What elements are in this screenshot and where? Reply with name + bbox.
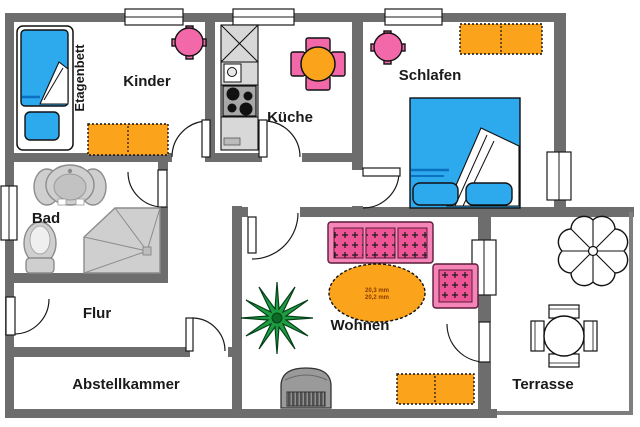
room-schlafen: Schlafen [370, 23, 543, 209]
room-label-abstellkammer: Abstellkammer [72, 376, 180, 393]
wall-outer-bottom [5, 409, 497, 418]
bunk-bed [16, 25, 74, 151]
wall-abstellkammer-top-a [5, 347, 190, 357]
terrace-chair-left [530, 320, 545, 352]
kitchen-cabinet-label [223, 137, 241, 146]
wall-kueche-schlafen [352, 22, 363, 170]
terrace-border-bottom [497, 411, 633, 415]
wall-kinder-kueche [205, 22, 215, 162]
coffee-table-note-1: 20,3 mm [365, 288, 389, 294]
coffee-table-note-2: 20,2 mm [365, 295, 389, 301]
wall-wohnen-right-b [478, 295, 491, 322]
room-kueche: Küche [220, 24, 346, 151]
room-terrasse: Terrasse [512, 215, 629, 393]
pillow-right [465, 182, 513, 206]
terrace-border-right [629, 212, 633, 415]
wardrobe [459, 23, 543, 55]
room-label-wohnen: Wohnen [331, 317, 390, 334]
kitchen-counter [220, 24, 259, 151]
door-entrance [5, 296, 50, 336]
doors [5, 119, 491, 363]
wall-wohnen-top-a [232, 207, 248, 217]
pillow-left [412, 182, 459, 206]
dining-set [290, 37, 346, 91]
dining-table [300, 46, 336, 82]
armchair [432, 263, 479, 309]
door-terrasse [446, 321, 491, 363]
terrace-chair-top [548, 304, 580, 319]
door-bad [127, 169, 168, 208]
kinder-dresser [87, 123, 169, 156]
room-label-terrasse: Terrasse [512, 376, 573, 393]
terrace-chair-right [583, 320, 598, 352]
window-kueche [232, 8, 295, 26]
toilet [23, 221, 57, 274]
room-wohnen: 20,3 mm 20,2 mm Wohnen [240, 221, 479, 409]
bunk-bed-label: Etagenbett [72, 44, 87, 112]
wall-mid-horizontal-b [210, 153, 262, 162]
wall-bad-right-b [158, 207, 168, 283]
terrace-table-set [530, 304, 598, 368]
wall-mid-horizontal-a [5, 153, 172, 162]
wall-mid-horizontal-c [302, 153, 363, 162]
wall-wohnen-top-b [300, 207, 634, 217]
terrace-table [543, 315, 585, 357]
room-kinder: Etagenbett Kinder [16, 25, 207, 156]
window-schlafen-right [546, 151, 572, 201]
windows [0, 8, 572, 296]
bedroom-table [370, 30, 406, 65]
room-bad: Bad [23, 164, 161, 274]
door-abstellkammer [185, 317, 226, 352]
double-bed [409, 97, 521, 209]
room-label-bad: Bad [32, 210, 60, 227]
door-schlafen [362, 167, 401, 209]
shower [83, 207, 161, 274]
plant [240, 281, 314, 355]
kids-table [171, 25, 207, 60]
wall-bad-right-a [158, 162, 168, 170]
parasol [557, 215, 629, 287]
wall-wohnen-right-c [478, 362, 491, 409]
room-label-schlafen: Schlafen [399, 67, 462, 84]
coffee-table: 20,3 mm 20,2 mm [328, 263, 426, 323]
sideboard [396, 373, 475, 405]
window-bad [0, 185, 18, 241]
room-label-kinder: Kinder [123, 73, 171, 90]
door-kinder [171, 119, 211, 158]
tv [280, 367, 332, 409]
room-label-kueche: Küche [267, 109, 313, 126]
kitchen-stove [222, 85, 257, 117]
door-kueche [258, 119, 301, 158]
door-wohnen [247, 212, 299, 260]
wall-wohnen-right-a [478, 217, 491, 240]
washbasin [33, 164, 107, 206]
room-label-flur: Flur [83, 305, 111, 322]
wall-bad-bottom [5, 273, 168, 283]
kitchen-sink [223, 63, 242, 83]
window-kinder [124, 8, 184, 26]
sofa [327, 221, 434, 264]
window-schlafen-top [384, 8, 443, 26]
wall-wohnen-left [232, 206, 242, 418]
